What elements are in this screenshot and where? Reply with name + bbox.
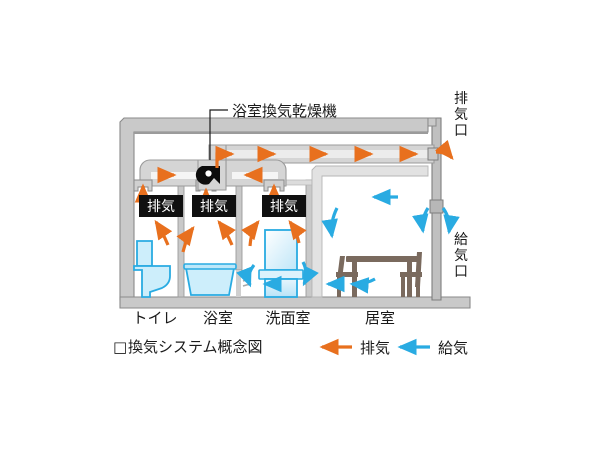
exhaust-arrow-riser bbox=[215, 145, 235, 168]
exhaust-arrow-outlet bbox=[434, 139, 454, 160]
room-label-bath: 浴室 bbox=[203, 309, 233, 327]
legend-supply: 給気 bbox=[397, 338, 468, 357]
room-label-living: 居室 bbox=[365, 309, 395, 327]
exhaust-port-char-0: 排 bbox=[454, 91, 468, 107]
exhaust-curve-bath-left bbox=[176, 225, 195, 253]
fan-icon bbox=[195, 166, 220, 185]
living-room-ceiling bbox=[311, 165, 429, 298]
floor-slab bbox=[119, 296, 471, 309]
badge-bath-bg bbox=[192, 195, 236, 217]
table-top bbox=[346, 256, 418, 262]
badge-toilet-bg bbox=[139, 195, 183, 217]
exhaust-curve-washroom-left bbox=[241, 219, 260, 247]
vanity-cabinet bbox=[264, 278, 298, 298]
fixture-toilet bbox=[133, 240, 171, 298]
exhaust-vent-box bbox=[427, 147, 439, 161]
supply-port-char-1: 気 bbox=[454, 248, 468, 264]
door-washroom bbox=[236, 270, 241, 297]
supply-arrow-floor-living bbox=[349, 277, 376, 294]
legend: 排気 給気 bbox=[319, 338, 468, 357]
exhaust-port-char-1: 気 bbox=[454, 107, 468, 123]
supply-arrow-to-bath bbox=[236, 264, 256, 288]
fixture-bathtub bbox=[183, 263, 237, 296]
chair-right-seat bbox=[400, 272, 422, 277]
legend-exhaust-label: 排気 bbox=[360, 339, 390, 357]
legend-exhaust: 排気 bbox=[319, 338, 390, 357]
legend-supply-label: 給気 bbox=[438, 339, 468, 357]
badge-bath-label: 排気 bbox=[200, 199, 228, 215]
right-wall-cap bbox=[427, 117, 437, 127]
exhaust-port-label: 排 気 口 bbox=[454, 91, 468, 139]
toilet-bowl bbox=[133, 265, 171, 298]
bathtub-body bbox=[184, 267, 236, 296]
supply-arrow-into-room bbox=[412, 207, 430, 234]
chair-right-leg-back bbox=[416, 277, 420, 297]
supply-port-char-0: 給 bbox=[454, 232, 468, 248]
badge-washroom-bg bbox=[262, 195, 306, 217]
vanity-mirror bbox=[264, 229, 298, 271]
vanity-counter bbox=[258, 269, 304, 280]
supply-arrow-washroom-down bbox=[301, 261, 319, 287]
supply-port-char-2: 口 bbox=[454, 264, 468, 280]
badge-washroom-label: 排気 bbox=[270, 199, 298, 215]
wall-vents bbox=[427, 147, 444, 214]
table-leg-right bbox=[407, 262, 412, 297]
chair-right-leg-front bbox=[401, 277, 405, 297]
supply-arrow-inlet-right bbox=[441, 207, 460, 235]
supply-arrows bbox=[236, 188, 460, 294]
supply-arrow-down-left bbox=[321, 207, 339, 239]
chair-left-seat bbox=[336, 272, 358, 277]
exhaust-curve-bath-right bbox=[217, 219, 236, 246]
caption-text: 換気システム概念図 bbox=[128, 338, 263, 356]
fixture-vanity bbox=[258, 229, 304, 298]
toilet-tank bbox=[136, 240, 153, 267]
exhaust-curve-toilet bbox=[154, 219, 173, 246]
figure-caption: □ 換気システム概念図 bbox=[113, 338, 263, 356]
ceiling-inner-line bbox=[134, 132, 428, 134]
exhaust-arrows bbox=[134, 139, 454, 253]
caption-mark: □ bbox=[113, 338, 127, 356]
bathtub-rim bbox=[183, 263, 237, 270]
chair-right bbox=[400, 252, 422, 297]
callout-label: 浴室換気乾燥機 bbox=[232, 102, 337, 120]
badge-bath: 排気 bbox=[192, 195, 236, 217]
badge-toilet: 排気 bbox=[139, 195, 183, 217]
supply-vent-box bbox=[429, 199, 444, 214]
callout-leader-line bbox=[209, 109, 228, 160]
room-labels: トイレ 浴室 洗面室 居室 bbox=[132, 309, 395, 327]
exhaust-badges: 排気 排気 排気 bbox=[139, 195, 306, 217]
exhaust-curve-washroom-right bbox=[288, 219, 307, 244]
chair-left-leg-back bbox=[353, 277, 357, 297]
callout-leader bbox=[209, 109, 228, 160]
supply-port-label: 給 気 口 bbox=[454, 232, 468, 280]
badge-toilet-label: 排気 bbox=[147, 199, 175, 215]
room-label-washroom: 洗面室 bbox=[265, 309, 310, 327]
badge-washroom: 排気 bbox=[262, 195, 306, 217]
room-label-toilet: トイレ bbox=[132, 309, 177, 327]
partition-bath-washroom bbox=[235, 179, 243, 271]
exhaust-port-char-2: 口 bbox=[454, 123, 468, 139]
chair-left-leg-front bbox=[337, 277, 341, 297]
